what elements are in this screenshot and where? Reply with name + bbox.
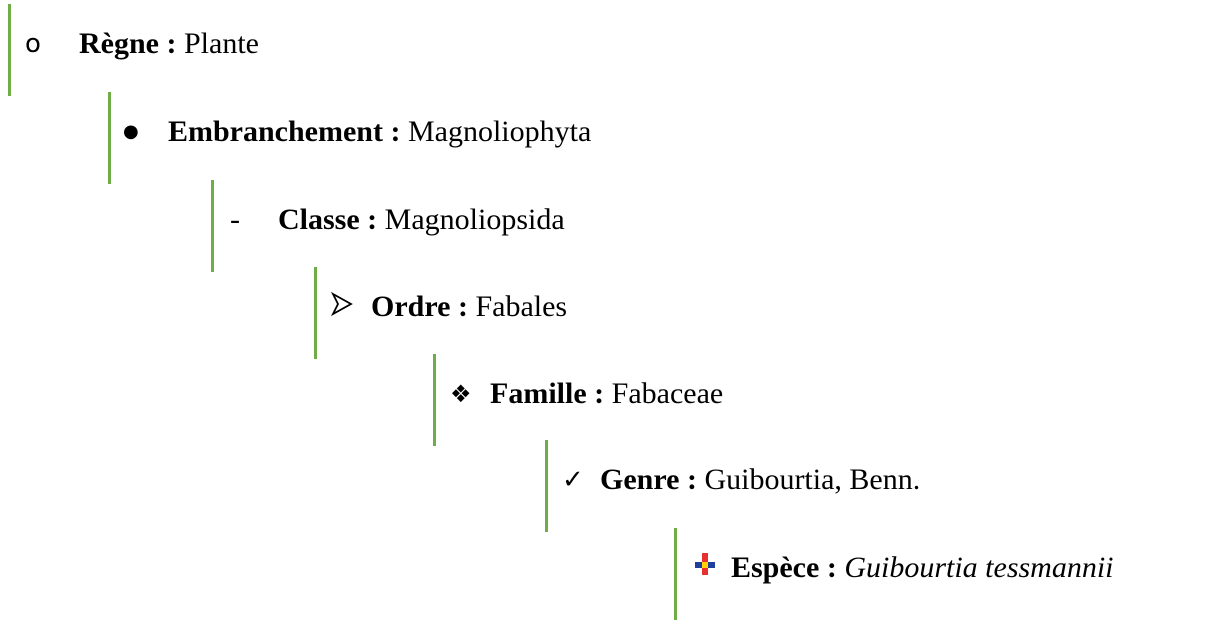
four-diamond-icon: ❖ [450,380,472,408]
taxonomy-level-regne: o Règne : Plante [8,4,259,96]
hollow-circle-icon: o [25,29,41,59]
taxonomy-term: Famille [490,377,587,410]
taxonomy-term: Ordre [371,290,451,323]
list-item: ✓ Genre : Guibourtia, Benn. [560,462,920,498]
arrowhead-icon [329,289,371,325]
taxonomy-term: Genre [600,463,680,496]
taxonomy-separator: : [166,27,177,60]
list-item: - Classe : Magnoliopsida [220,202,565,238]
taxonomy-level-genre: ✓ Genre : Guibourtia, Benn. [545,440,920,532]
taxonomy-term: Embranchement [168,115,383,148]
taxonomy-level-famille: ❖ Famille : Fabaceae [433,354,723,446]
taxonomy-separator: : [826,551,837,584]
list-item: Ordre : Fabales [329,289,567,325]
taxonomy-level-classe: - Classe : Magnoliopsida [211,180,565,272]
colored-plus-icon [691,550,731,586]
list-item: ❖ Famille : Fabaceae [448,376,723,412]
taxonomy-value: Fabaceae [611,377,724,410]
taxonomy-separator: : [390,115,401,148]
taxonomy-separator: : [594,377,605,410]
filled-disc-icon: ● [123,121,139,142]
taxonomy-value: Guibourtia, Benn. [704,463,921,496]
taxonomy-term: Classe [278,203,360,236]
taxonomy-separator: : [367,203,378,236]
checkmark-icon: ✓ [562,465,584,495]
taxonomy-separator: : [457,290,468,323]
taxonomy-level-embranchement: ● Embranchement : Magnoliophyta [108,92,591,184]
list-item: o Règne : Plante [25,26,259,62]
list-item: ● Embranchement : Magnoliophyta [111,114,591,150]
taxonomy-separator: : [686,463,697,496]
taxonomy-value: Magnoliophyta [407,115,592,148]
taxonomy-level-ordre: Ordre : Fabales [314,267,567,359]
taxonomy-level-espece: Espèce : Guibourtia tessmannii [674,528,1114,620]
taxonomy-value: Plante [183,27,259,60]
taxonomy-term: Règne [79,27,159,60]
taxonomy-value: Guibourtia tessmannii [844,551,1114,584]
dash-icon: - [230,203,240,236]
taxonomy-term: Espèce [731,551,820,584]
taxonomy-value: Fabales [475,290,568,323]
list-item: Espèce : Guibourtia tessmannii [691,550,1114,586]
taxonomy-value: Magnoliopsida [384,203,565,236]
